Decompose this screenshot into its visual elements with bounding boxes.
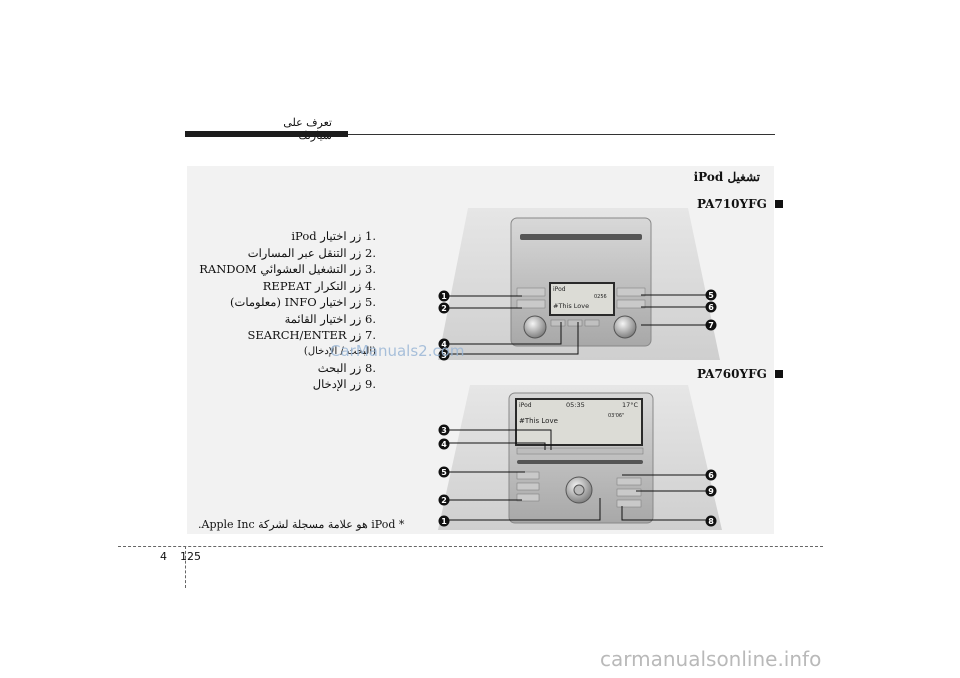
callout-badge [438,438,450,450]
callout-badge [438,515,450,527]
svg-text:6: 6 [708,303,714,312]
screen-source: iPod [553,286,566,293]
screen-temp: 17°C [622,401,639,409]
screen-track: #This Love [553,302,589,310]
svg-text:2: 2 [441,496,447,505]
chapter-number: 4 [160,550,167,563]
model-label-text: PA760YFG [697,367,767,381]
bullet-square-icon [775,200,784,208]
footnote: * iPod هو علامة مسجلة لشركة Apple Inc. [198,518,405,531]
callout-badge [438,302,450,314]
svg-text:5: 5 [708,291,714,300]
footer-rule [118,546,823,547]
svg-text:9: 9 [708,487,714,496]
list-item: .9 زر الإدخال [312,377,376,391]
watermark-bottom: carmanualsonline.info [600,647,822,671]
callout-badge [705,289,717,301]
callout-badge [705,469,717,481]
svg-text:3: 3 [441,426,447,435]
bullet-square-icon [775,370,784,378]
list-item: .1 زر اختيار iPod [291,229,376,243]
callout-badge [438,349,450,361]
head-unit-pa710yfg: iPod 0256 #This Love [438,208,720,360]
svg-text:4: 4 [441,340,447,349]
header-bar [185,131,348,137]
item-list: .1 زر اختيار iPod .2 زر التنقل عبر المسا… [199,228,376,393]
volume-knob [523,315,547,339]
svg-text:3: 3 [441,351,447,360]
svg-text:4: 4 [441,440,447,449]
header-rule [185,134,775,135]
callout-badge [438,424,450,436]
list-item: .7 زر SEARCH/ENTER [247,328,376,342]
callout-badge [705,301,717,313]
cd-slot [517,460,643,464]
model-label-text: PA710YFG [697,197,767,211]
watermark-top: CarManuals2.com [330,342,465,360]
svg-text:6: 6 [708,471,714,480]
list-item: .4 زر التكرار REPEAT [262,278,376,293]
callout-badge [438,466,450,478]
tune-knob [613,315,637,339]
callout-badge [438,494,450,506]
callout-badge [705,485,717,497]
list-item: .2 زر التنقل عبر المسارات [247,245,376,260]
model-label-1: PA710YFG [697,197,784,211]
svg-text:1: 1 [441,517,447,526]
screen-source: iPod [519,402,532,409]
screen-elapsed: 03'06" [608,413,624,419]
cd-slot [520,234,642,240]
callout-badge [438,338,450,350]
page-number: 4 125 [160,550,201,563]
list-item: .8 زر البحث [317,360,376,375]
svg-text:8: 8 [708,517,714,526]
list-item-subtext: (البحث / الإدخال) [303,345,376,357]
page-number-value: 125 [180,550,201,563]
callout-lines [449,294,706,521]
svg-text:7: 7 [708,321,714,330]
svg-text:5: 5 [441,468,447,477]
callout-badge [438,290,450,302]
head-unit-pa760yfg: iPod 05:35 17°C #This Love 03'06" [438,385,722,530]
section-title: تشغيل iPod [693,170,760,184]
model-label-2: PA760YFG [697,367,784,381]
screen-time: 0256 [594,294,607,300]
list-item: .5 زر اختيار INFO (معلومات) [230,295,376,309]
svg-text:1: 1 [441,292,447,301]
screen-clock: 05:35 [566,401,585,409]
callout-badge [705,515,717,527]
svg-text:2: 2 [441,304,447,313]
footer-divider [185,546,186,588]
list-item: .3 زر التشغيل العشوائي RANDOM [199,262,376,276]
callout-badge [705,319,717,331]
list-item: .6 زر اختيار القائمة [284,311,376,326]
screen-track: #This Love [519,417,558,425]
